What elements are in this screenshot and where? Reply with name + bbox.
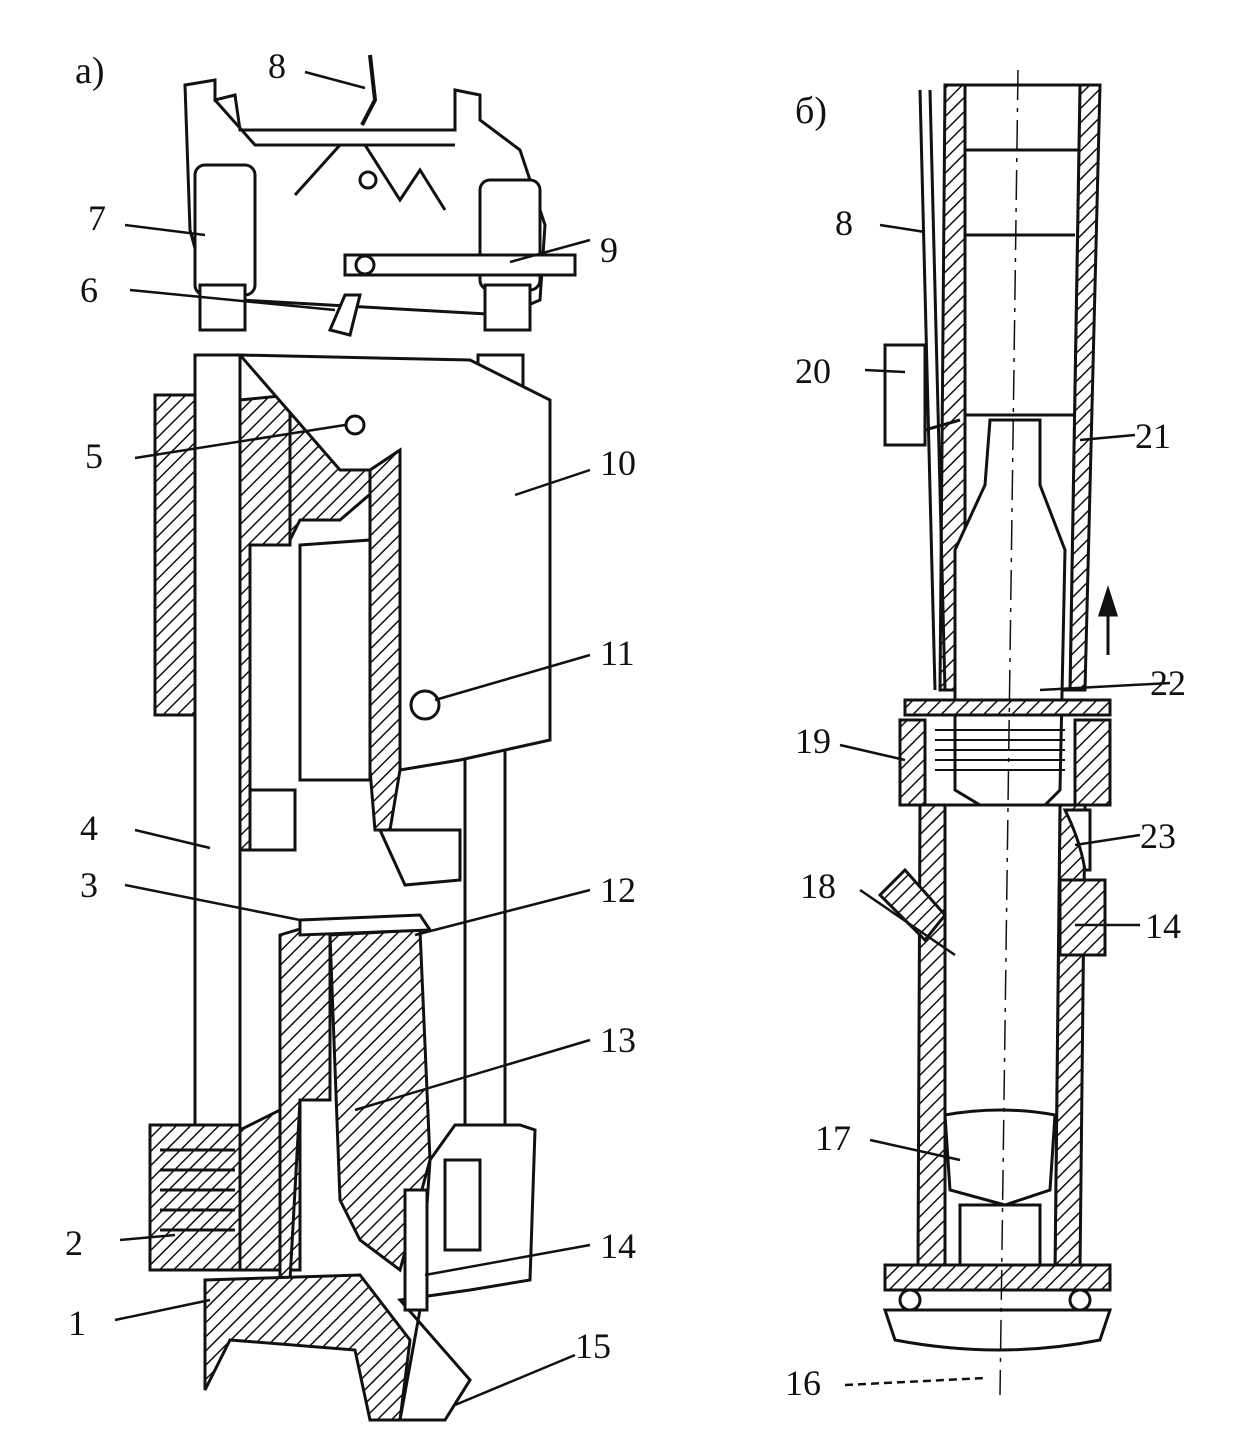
subfigure-label-a: а) (75, 50, 105, 92)
callout-b-19: 19 (795, 721, 831, 761)
lower-body (148, 913, 537, 1422)
callout-a-5: 5 (85, 436, 103, 476)
callout-a-2: 2 (65, 1223, 83, 1263)
callout-a-1: 1 (68, 1303, 86, 1343)
gripper-head (183, 54, 577, 337)
leaders-b (839, 223, 1171, 1387)
callout-a-9: 9 (600, 230, 618, 270)
arrow-up-icon (1097, 585, 1119, 655)
callout-b-8: 8 (835, 203, 853, 243)
callout-a-3: 3 (80, 865, 98, 905)
callout-a-4: 4 (80, 808, 98, 848)
callout-b-18: 18 (800, 866, 836, 906)
assembly-a (148, 54, 577, 1422)
callout-a-10: 10 (600, 443, 636, 483)
rod-4 (193, 353, 242, 1162)
callout-a-7: 7 (88, 198, 106, 238)
subfigure-label-b: б) (795, 90, 827, 132)
callout-b-14: 14 (1145, 906, 1181, 946)
callout-b-22: 22 (1150, 663, 1186, 703)
upper-housing (153, 353, 552, 887)
callout-a-13: 13 (600, 1020, 636, 1060)
callout-a-15: 15 (575, 1326, 611, 1366)
assembly-b (877, 83, 1113, 1352)
leaders-a (114, 70, 591, 1407)
callout-b-21: 21 (1135, 416, 1171, 456)
callout-a-8: 8 (268, 46, 286, 86)
callout-a-14: 14 (600, 1226, 636, 1266)
callout-b-16: 16 (785, 1363, 821, 1403)
callout-a-12: 12 (600, 870, 636, 910)
callout-a-11: 11 (600, 633, 635, 673)
centerline-b (999, 69, 1019, 1396)
callout-b-20: 20 (795, 351, 831, 391)
callout-b-23: 23 (1140, 816, 1176, 856)
callout-b-17: 17 (815, 1118, 851, 1158)
callout-a-6: 6 (80, 270, 98, 310)
